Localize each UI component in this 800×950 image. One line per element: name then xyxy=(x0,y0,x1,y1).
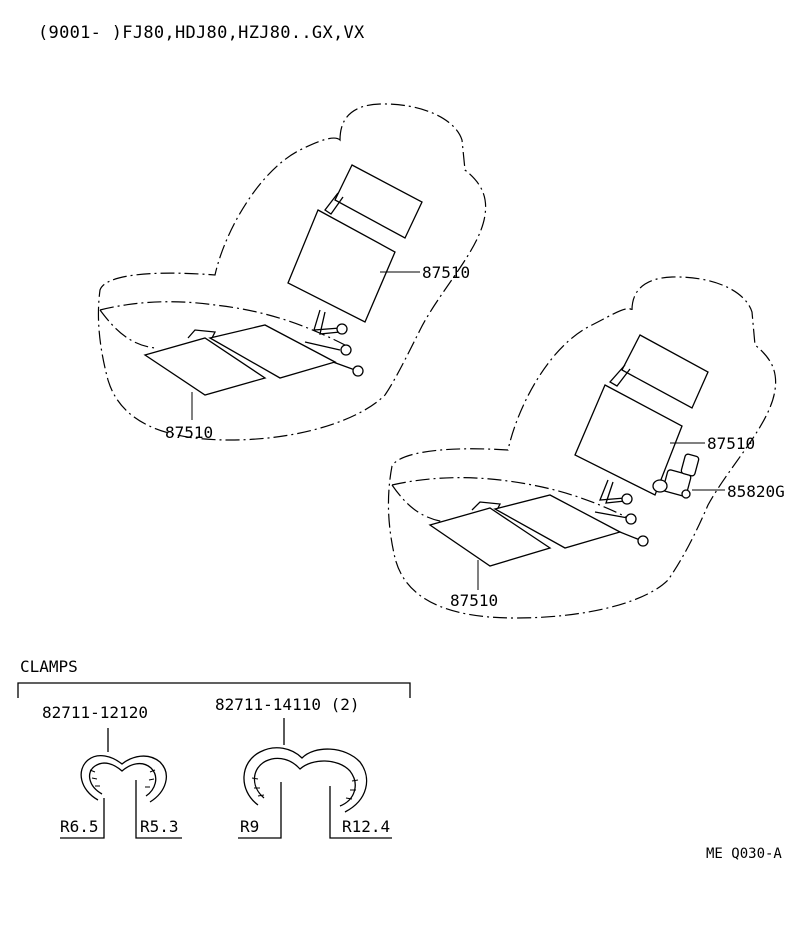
clamp-large-inner xyxy=(253,757,356,807)
left-seat-outline xyxy=(97,103,487,441)
clamp-large-outer xyxy=(243,747,368,813)
right-seat-front-edge xyxy=(391,484,446,523)
callout-switch: 85820G xyxy=(727,482,785,501)
clamp-large-teeth xyxy=(251,777,359,800)
callout-left-back: 87510 xyxy=(422,263,470,282)
right-seat xyxy=(387,276,777,619)
heater-switch xyxy=(652,453,700,499)
left-back-heater-pad xyxy=(287,209,396,323)
clamp-large-r-inner-leader xyxy=(329,786,392,839)
clamp-small-outer xyxy=(80,754,167,803)
applicability-header: (9001- )FJ80,HDJ80,HZJ80..GX,VX xyxy=(38,23,365,43)
right-cushion-pad-rear xyxy=(493,494,622,549)
clamp-small xyxy=(60,728,182,839)
clamp-small-teeth xyxy=(89,769,156,788)
clamp-small-radius-inner: R5.3 xyxy=(140,817,179,836)
right-harness-lead-2 xyxy=(605,481,626,504)
left-harness-lead-2 xyxy=(319,311,341,335)
callout-right-back: 87510 xyxy=(707,434,755,453)
left-connector-2 xyxy=(340,344,352,356)
left-seat-cushion-edge xyxy=(99,301,346,346)
clamp-small-r-inner-leader xyxy=(135,780,182,839)
heater-switch-bolt xyxy=(681,489,691,499)
clamps-title: CLAMPS xyxy=(20,657,78,676)
clamp-large-radius-inner: R12.4 xyxy=(342,817,390,836)
clamp-small-radius-outer: R6.5 xyxy=(60,817,99,836)
right-harness-lead-1 xyxy=(599,479,626,501)
diagram-code: ME Q030-A xyxy=(706,846,782,862)
left-headrest-pad xyxy=(334,164,423,239)
left-back-harness xyxy=(324,192,344,215)
right-back-heater-pad xyxy=(574,384,683,496)
left-cushion-pad-rear xyxy=(208,324,337,379)
heater-switch-body xyxy=(662,469,692,497)
callout-right-cushion: 87510 xyxy=(450,591,498,610)
left-cushion-pad-front xyxy=(143,337,267,396)
heater-switch-knob xyxy=(680,453,700,477)
left-harness-lead-3 xyxy=(304,341,341,351)
clamp-large xyxy=(238,718,392,839)
right-cushion-pad-front xyxy=(428,507,552,567)
left-seat-front-edge xyxy=(99,309,156,349)
right-connector-3 xyxy=(637,535,649,547)
right-headrest-pad xyxy=(621,334,709,409)
right-connector-2 xyxy=(625,513,637,525)
right-back-harness xyxy=(608,364,631,387)
left-cushion-harness xyxy=(187,329,217,339)
left-connector-3 xyxy=(352,365,364,377)
clamp-small-inner xyxy=(88,762,157,797)
left-connector-1 xyxy=(336,323,348,335)
clamp-small-r-outer-leader xyxy=(60,798,105,839)
clamp-large-radius-outer: R9 xyxy=(240,817,259,836)
right-connector-1 xyxy=(621,493,633,505)
clamp-large-part-number: 82711-14110 (2) xyxy=(215,695,360,714)
right-harness-lead-3 xyxy=(594,511,629,519)
callout-left-cushion: 87510 xyxy=(165,423,213,442)
right-cushion-harness xyxy=(471,501,502,511)
right-seat-outline xyxy=(387,276,777,619)
heater-switch-connector xyxy=(652,479,668,493)
clamp-large-r-outer-leader xyxy=(238,782,282,839)
left-seat xyxy=(97,103,487,441)
left-harness-lead-1 xyxy=(313,309,341,331)
clamp-small-part-number: 82711-12120 xyxy=(42,703,148,722)
clamps-bracket xyxy=(17,682,411,698)
